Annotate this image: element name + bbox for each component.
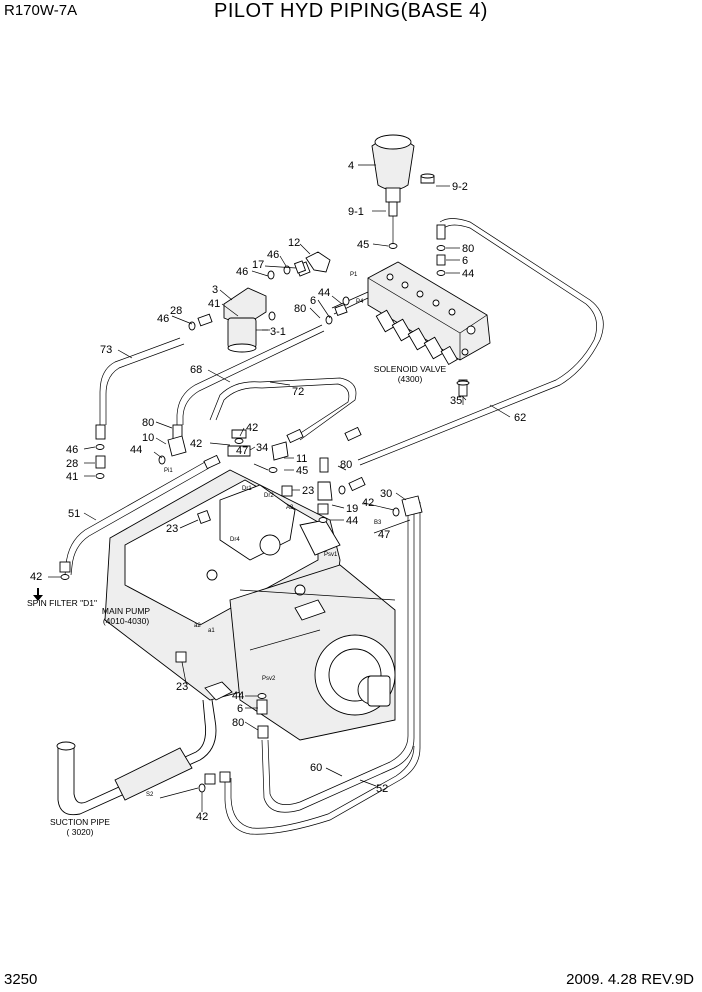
pipe-60 bbox=[261, 502, 415, 813]
callout: 6 bbox=[310, 295, 316, 307]
callout: 45 bbox=[296, 465, 308, 477]
port-label: Dr1 bbox=[242, 486, 252, 492]
port-label: Psv2 bbox=[262, 676, 276, 682]
callout: 28 bbox=[170, 305, 182, 317]
port-label: Dr4 bbox=[230, 537, 240, 543]
spin-filter-arrow-icon bbox=[33, 588, 43, 601]
callout: 42 bbox=[190, 438, 202, 450]
callout: 62 bbox=[514, 412, 526, 424]
hose-68 bbox=[176, 324, 325, 425]
callout: 9-1 bbox=[348, 206, 364, 218]
connectors bbox=[59, 224, 446, 785]
callout: 52 bbox=[376, 783, 388, 795]
plug-23 bbox=[175, 485, 293, 663]
callout: 6 bbox=[462, 255, 468, 267]
plug-9-2 bbox=[420, 173, 435, 184]
page-title: PILOT HYD PIPING(BASE 4) bbox=[214, 0, 488, 22]
port-label: A3 bbox=[286, 505, 294, 511]
callout: 60 bbox=[310, 762, 322, 774]
date-revision: 2009. 4.28 REV.9D bbox=[566, 971, 694, 988]
callout: 6 bbox=[237, 703, 243, 715]
callout: 9-2 bbox=[452, 181, 468, 193]
callout: 41 bbox=[208, 298, 220, 310]
model-code: R170W-7A bbox=[4, 2, 78, 19]
callout: 44 bbox=[318, 287, 330, 299]
callout: 23 bbox=[176, 681, 188, 693]
callout: 73 bbox=[100, 344, 112, 356]
solenoid-valve-caption: SOLENOID VALVE bbox=[374, 364, 447, 374]
port-label: a2 bbox=[194, 623, 201, 629]
callout: 51 bbox=[68, 508, 80, 520]
callout: 28 bbox=[66, 458, 78, 470]
pipe-52 bbox=[224, 502, 421, 835]
port-label: Psv1 bbox=[324, 552, 338, 558]
solenoid-valve-body bbox=[367, 261, 491, 366]
callout: 80 bbox=[340, 459, 352, 471]
line-filter bbox=[223, 287, 268, 353]
callout: 68 bbox=[190, 364, 202, 376]
port-label: Dr2 bbox=[264, 493, 274, 499]
callout: 72 bbox=[292, 386, 304, 398]
callout: 80 bbox=[142, 417, 154, 429]
callout: 44 bbox=[232, 690, 244, 702]
suction-pipe-caption: SUCTION PIPE bbox=[50, 817, 110, 827]
hose-72 bbox=[209, 377, 357, 441]
callout: 44 bbox=[130, 444, 142, 456]
port-label: S2 bbox=[146, 792, 154, 798]
leader-lines bbox=[48, 164, 511, 812]
callout: 10 bbox=[142, 432, 154, 444]
callout: 42 bbox=[196, 811, 208, 823]
callout: 41 bbox=[66, 471, 78, 483]
callout: 35 bbox=[450, 395, 462, 407]
solenoid-valve-part-no: (4300) bbox=[398, 374, 423, 384]
callout: 17 bbox=[252, 259, 264, 271]
suction-pipe bbox=[56, 681, 233, 816]
callout: 3-1 bbox=[270, 326, 286, 338]
page-number: 3250 bbox=[4, 971, 38, 988]
callout: 47 bbox=[236, 445, 248, 457]
callout: 47 bbox=[378, 529, 390, 541]
callout: 19 bbox=[346, 503, 358, 515]
callout: 42 bbox=[246, 422, 258, 434]
accumulator bbox=[371, 134, 415, 245]
callout: 11 bbox=[296, 453, 307, 465]
callout: 30 bbox=[380, 488, 392, 500]
callout: 80 bbox=[462, 243, 474, 255]
callout: 42 bbox=[30, 571, 42, 583]
callout: 44 bbox=[346, 515, 358, 527]
port-label: P4 bbox=[356, 299, 364, 305]
callout: 80 bbox=[294, 303, 306, 315]
main-pump-caption: MAIN PUMP bbox=[102, 606, 151, 616]
hose-62 bbox=[357, 218, 604, 466]
callout: 46 bbox=[66, 444, 78, 456]
main-pump bbox=[104, 469, 396, 741]
port-label: B3 bbox=[374, 520, 382, 526]
callout: 45 bbox=[357, 239, 369, 251]
callout: 80 bbox=[232, 717, 244, 729]
hose-73 bbox=[99, 337, 185, 425]
callout: 46 bbox=[267, 249, 279, 261]
callout: 23 bbox=[166, 523, 178, 535]
connector-35 bbox=[456, 379, 470, 405]
spin-filter-caption: SPIN FILTER "D1" bbox=[27, 598, 97, 608]
callout: 44 bbox=[462, 268, 474, 280]
callout: 4 bbox=[348, 160, 354, 172]
callout: 42 bbox=[362, 497, 374, 509]
main-pump-part-no: (4010-4030) bbox=[103, 616, 149, 626]
callout: 3 bbox=[212, 284, 218, 296]
callout: 34 bbox=[256, 442, 268, 454]
port-label: P1 bbox=[350, 272, 358, 278]
callout: 46 bbox=[236, 266, 248, 278]
callout: 12 bbox=[288, 237, 300, 249]
callout: 23 bbox=[302, 485, 314, 497]
port-label: a1 bbox=[208, 628, 215, 634]
port-label: Pi1 bbox=[164, 468, 173, 474]
suction-pipe-part-no: ( 3020) bbox=[67, 827, 94, 837]
callout: 46 bbox=[157, 313, 169, 325]
